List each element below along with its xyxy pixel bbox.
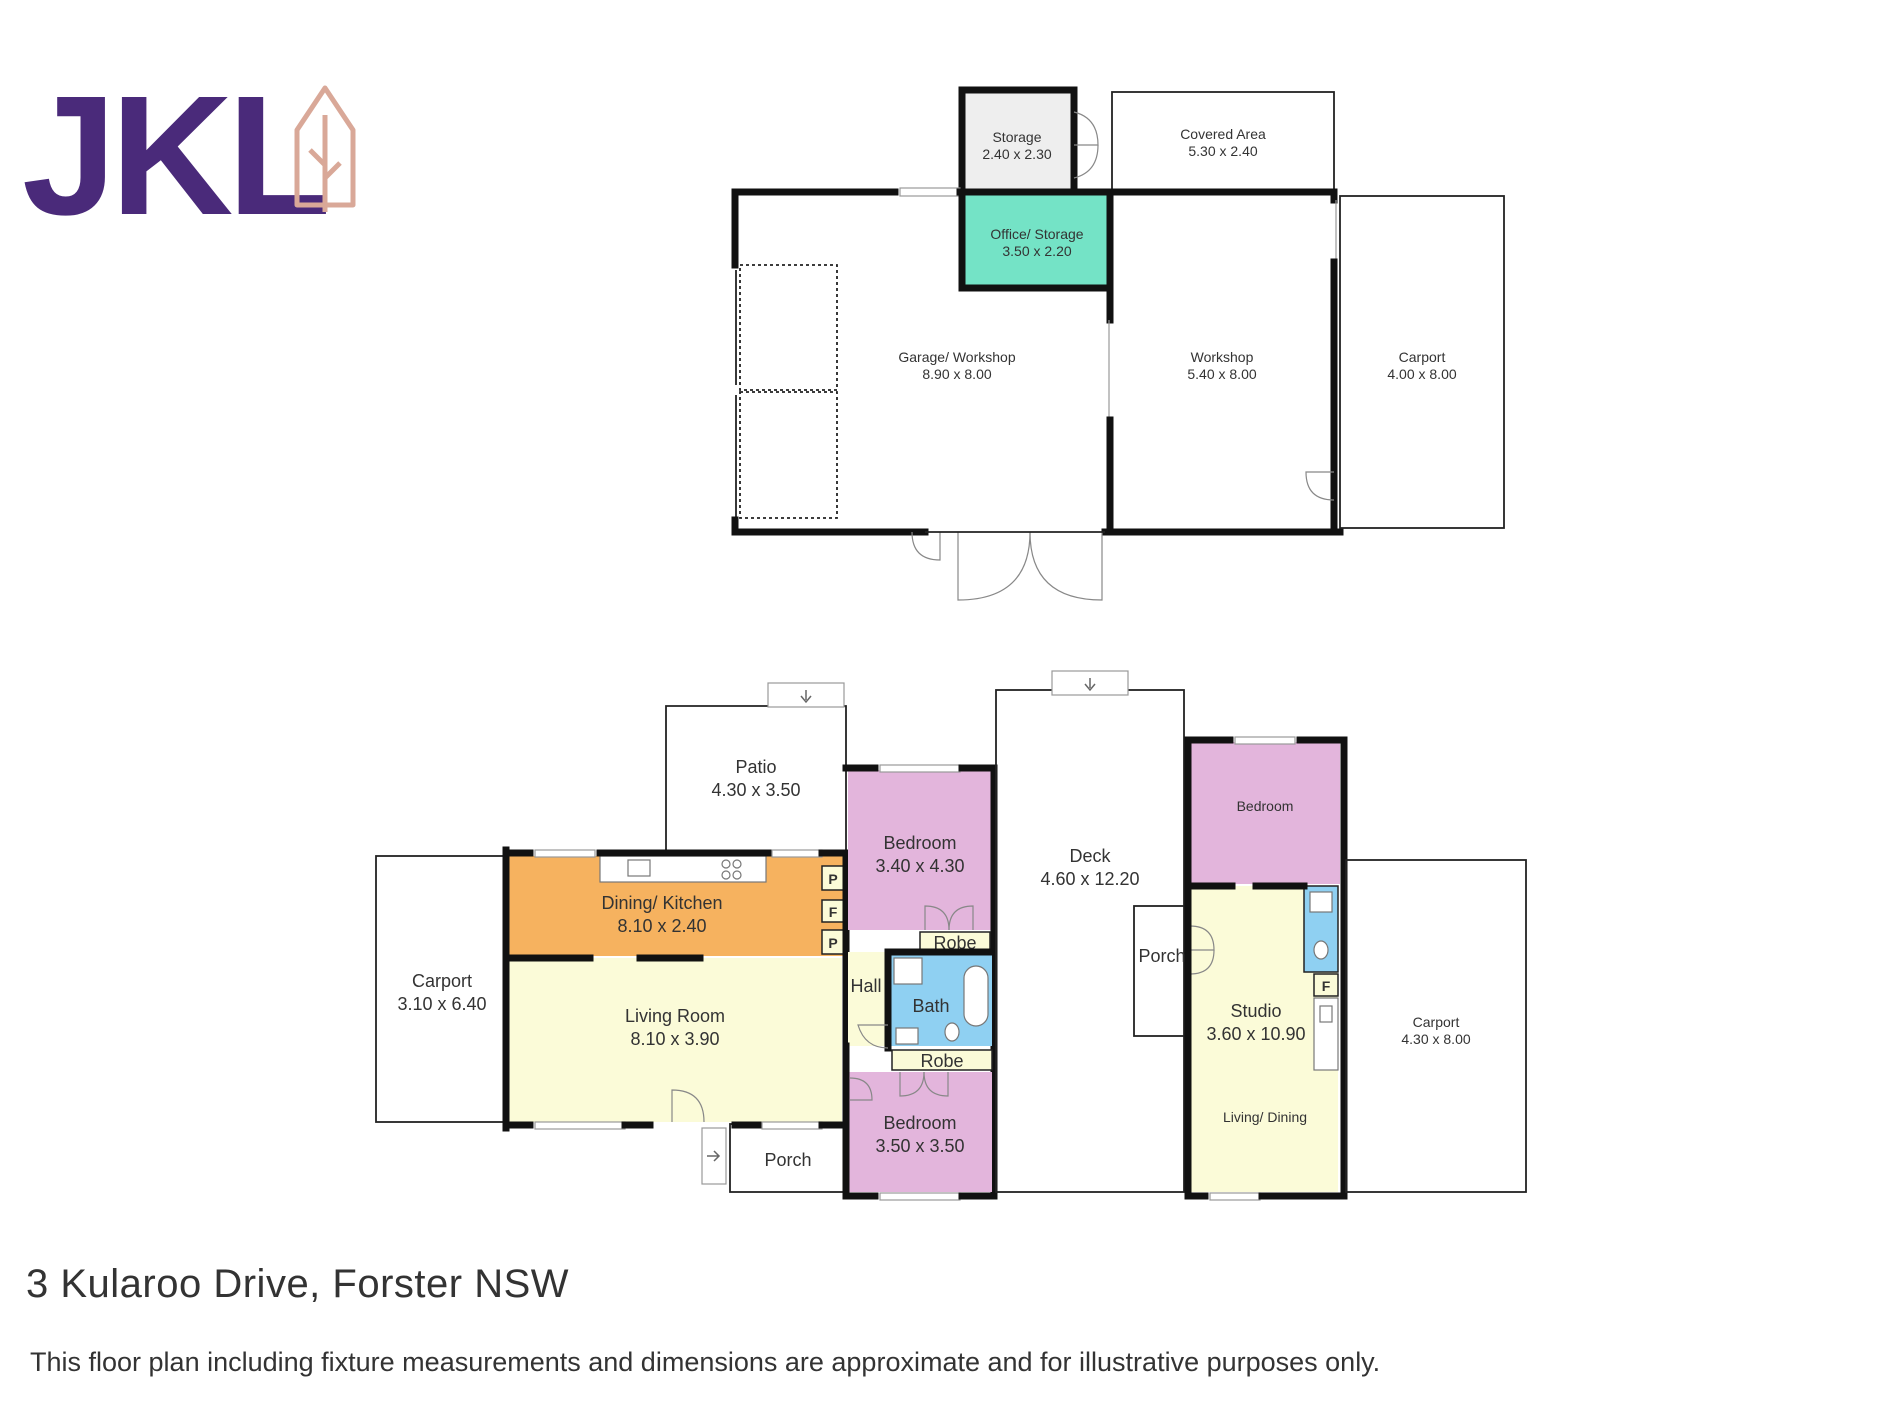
hall-label: Hall — [850, 976, 881, 996]
patio-dims: 4.30 x 3.50 — [711, 780, 800, 800]
garage-door-panel — [739, 264, 838, 391]
property-address: 3 Kularoo Drive, Forster NSW — [26, 1262, 570, 1306]
bedroom-2-label: Bedroom — [883, 1113, 956, 1133]
hall — [848, 952, 888, 1046]
studio-label: Studio — [1230, 1001, 1281, 1021]
carport-top — [1339, 195, 1505, 529]
logo-text: JKL — [22, 61, 326, 251]
garage-door-panel — [739, 391, 838, 519]
garage-workshop-dims: 8.90 x 8.00 — [922, 366, 991, 382]
carport-right — [1345, 859, 1527, 1193]
dining-kitchen-label: Dining/ Kitchen — [601, 893, 722, 913]
office-storage-dims: 3.50 x 2.20 — [1002, 243, 1071, 259]
bath-label: Bath — [912, 996, 949, 1016]
deck-label: Deck — [1069, 846, 1111, 866]
logo: JKL — [22, 61, 356, 251]
disclaimer: This floor plan including fixture measur… — [30, 1347, 1381, 1377]
pantry-1-label: P — [828, 871, 837, 887]
office-storage-label: Office/ Storage — [990, 226, 1083, 242]
robe-1-label: Robe — [933, 933, 976, 953]
bathtub-icon — [963, 965, 989, 1027]
shower-icon — [893, 957, 923, 985]
pantry-2-label: P — [828, 935, 837, 951]
bedroom-1-label: Bedroom — [883, 833, 956, 853]
studio-dims: 3.60 x 10.90 — [1206, 1024, 1305, 1044]
storage-label: Storage — [992, 129, 1041, 145]
workshop-dims: 5.40 x 8.00 — [1187, 366, 1256, 382]
studio-fridge-label: F — [1322, 978, 1331, 994]
workshop-label: Workshop — [1191, 349, 1254, 365]
sink-icon — [627, 859, 651, 877]
covered-area-dims: 5.30 x 2.40 — [1188, 143, 1257, 159]
carport-top-label: Carport — [1399, 349, 1446, 365]
carport-right-dims: 4.30 x 8.00 — [1401, 1031, 1470, 1047]
living-dining-label: Living/ Dining — [1223, 1109, 1307, 1125]
deck — [995, 689, 1185, 1193]
fridge-1-label: F — [829, 904, 838, 920]
studio-toilet-icon — [1313, 940, 1329, 960]
toilet-icon — [944, 1022, 960, 1042]
covered-area-label: Covered Area — [1180, 126, 1266, 142]
robe-2-label: Robe — [920, 1051, 963, 1071]
studio-bedroom — [1190, 742, 1340, 884]
cooktop-icon — [721, 859, 731, 869]
dining-kitchen-dims: 8.10 x 2.40 — [617, 916, 706, 936]
robe-2 — [891, 1049, 993, 1071]
kitchen-bench — [599, 855, 767, 883]
carport-left-dims: 3.10 x 6.40 — [397, 994, 486, 1014]
deck-porch-label: Porch — [1138, 946, 1185, 966]
storage-room — [962, 90, 1074, 192]
studio-sink-icon — [1319, 1005, 1333, 1023]
studio-fridge — [1313, 973, 1339, 997]
covered-area — [1111, 91, 1335, 193]
living-room-dims: 8.10 x 3.90 — [630, 1029, 719, 1049]
studio-shower-icon — [1309, 891, 1333, 913]
deck-porch — [1133, 905, 1187, 1037]
bedroom-2 — [848, 1072, 992, 1192]
studio-bedroom-label: Bedroom — [1237, 798, 1294, 814]
deck-dims: 4.60 x 12.20 — [1040, 869, 1139, 889]
patio — [665, 705, 847, 856]
living-room-label: Living Room — [625, 1006, 725, 1026]
office-storage-room — [964, 194, 1110, 288]
front-porch-label: Porch — [764, 1150, 811, 1170]
carport-left-label: Carport — [412, 971, 472, 991]
bedroom-1-dims: 3.40 x 4.30 — [875, 856, 964, 876]
garage-workshop-label: Garage/ Workshop — [898, 349, 1015, 365]
vanity-icon — [895, 1027, 919, 1045]
patio-label: Patio — [735, 757, 776, 777]
tree-house-icon — [294, 85, 356, 212]
carport-right-label: Carport — [1413, 1014, 1460, 1030]
carport-top-dims: 4.00 x 8.00 — [1387, 366, 1456, 382]
storage-dims: 2.40 x 2.30 — [982, 146, 1051, 162]
bedroom-1 — [848, 770, 992, 930]
living-room — [508, 958, 842, 1122]
bedroom-2-dims: 3.50 x 3.50 — [875, 1136, 964, 1156]
